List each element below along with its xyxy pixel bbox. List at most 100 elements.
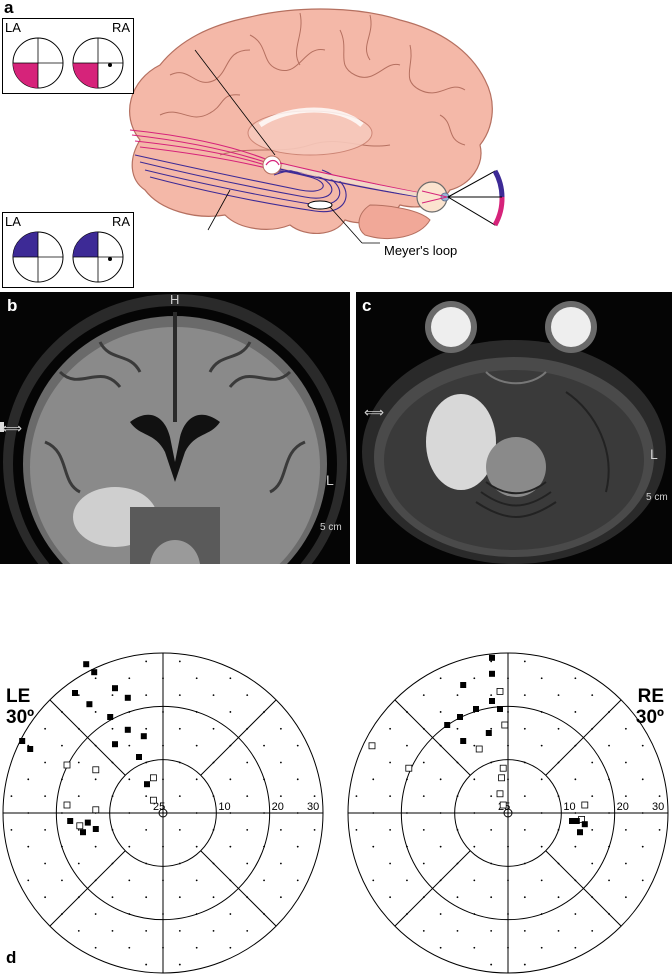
test-point bbox=[77, 761, 80, 764]
test-point bbox=[246, 694, 249, 697]
test-point bbox=[195, 879, 198, 882]
absolute-defect bbox=[489, 670, 495, 677]
brain-illustration bbox=[129, 8, 505, 244]
defect-markers bbox=[368, 654, 589, 836]
test-point bbox=[523, 761, 526, 764]
absolute-defect bbox=[107, 714, 114, 720]
test-point bbox=[406, 812, 408, 814]
test-point bbox=[178, 795, 181, 798]
test-point bbox=[229, 744, 232, 747]
test-point bbox=[574, 778, 577, 781]
relative-defect bbox=[501, 721, 509, 729]
test-point bbox=[523, 694, 526, 697]
test-point bbox=[246, 761, 249, 764]
oblique-meridian bbox=[49, 850, 126, 927]
test-point bbox=[212, 761, 215, 764]
test-point bbox=[212, 795, 215, 798]
test-point bbox=[128, 946, 131, 949]
test-point bbox=[608, 744, 610, 747]
test-point bbox=[94, 677, 97, 680]
test-point bbox=[439, 711, 442, 713]
relative-defect bbox=[92, 766, 100, 774]
inset-bottom-fields bbox=[12, 231, 124, 283]
test-point bbox=[145, 896, 148, 899]
test-point bbox=[422, 896, 425, 899]
inset-field-superior: LA RA bbox=[2, 18, 134, 94]
test-point bbox=[523, 963, 526, 966]
test-point bbox=[263, 879, 265, 882]
test-point bbox=[490, 929, 493, 932]
test-point bbox=[422, 761, 425, 764]
absolute-defect bbox=[92, 826, 99, 832]
ring-label: 10 bbox=[563, 801, 575, 813]
optic-radiation-superior bbox=[129, 129, 271, 170]
test-point bbox=[557, 694, 560, 697]
absolute-defect bbox=[86, 701, 93, 708]
absolute-defect bbox=[83, 661, 90, 668]
relative-defect bbox=[499, 801, 507, 809]
test-point bbox=[389, 727, 392, 730]
test-point bbox=[523, 929, 526, 932]
test-point bbox=[591, 694, 594, 697]
test-point bbox=[490, 660, 493, 663]
test-point bbox=[523, 727, 526, 730]
test-point bbox=[557, 727, 560, 730]
test-point bbox=[557, 761, 560, 764]
test-point bbox=[557, 828, 560, 831]
test-point bbox=[456, 862, 459, 865]
oblique-meridian bbox=[545, 850, 622, 927]
test-point bbox=[145, 727, 148, 730]
test-point bbox=[473, 845, 476, 848]
relative-defect bbox=[149, 796, 157, 804]
test-point bbox=[162, 744, 164, 747]
test-point bbox=[540, 812, 543, 814]
test-point bbox=[406, 845, 408, 848]
test-point bbox=[162, 845, 164, 848]
test-points bbox=[10, 660, 316, 966]
test-point bbox=[608, 913, 610, 915]
test-point bbox=[212, 727, 215, 730]
mri-coronal-image bbox=[0, 292, 350, 564]
test-point bbox=[389, 896, 392, 899]
test-point bbox=[624, 896, 627, 899]
test-point bbox=[608, 879, 610, 882]
test-point bbox=[229, 845, 232, 848]
test-point bbox=[473, 812, 476, 814]
fixation-target bbox=[503, 808, 513, 818]
test-point bbox=[111, 862, 114, 865]
test-point bbox=[212, 896, 215, 899]
absolute-defect bbox=[444, 722, 451, 728]
test-point bbox=[540, 845, 543, 848]
fixation-target bbox=[158, 808, 168, 818]
test-point bbox=[279, 761, 282, 764]
oblique-meridian bbox=[394, 699, 471, 776]
test-point bbox=[279, 862, 282, 865]
test-point bbox=[641, 778, 644, 781]
test-point bbox=[490, 694, 493, 697]
test-point bbox=[178, 862, 181, 865]
test-point bbox=[246, 862, 249, 865]
absolute-defect bbox=[124, 726, 131, 733]
absolute-defect bbox=[460, 738, 467, 744]
test-point bbox=[591, 727, 594, 730]
oblique-meridian bbox=[200, 699, 277, 776]
test-point bbox=[27, 812, 30, 814]
panel-label-b: b bbox=[7, 296, 18, 315]
test-point bbox=[44, 761, 47, 764]
mri-coronal: b H L 5 cm ⟺ bbox=[0, 292, 350, 564]
test-point bbox=[389, 828, 392, 831]
test-point bbox=[490, 828, 493, 831]
ring-label: 10 bbox=[218, 801, 230, 813]
inset-field-inferior: LA RA bbox=[2, 212, 134, 288]
test-point bbox=[279, 828, 282, 831]
test-point bbox=[10, 795, 13, 798]
test-point bbox=[111, 795, 114, 798]
test-point bbox=[77, 862, 80, 865]
test-point bbox=[507, 913, 509, 915]
test-point bbox=[406, 711, 408, 713]
test-point bbox=[61, 778, 63, 781]
absolute-defect bbox=[577, 829, 583, 836]
test-point bbox=[574, 677, 577, 680]
